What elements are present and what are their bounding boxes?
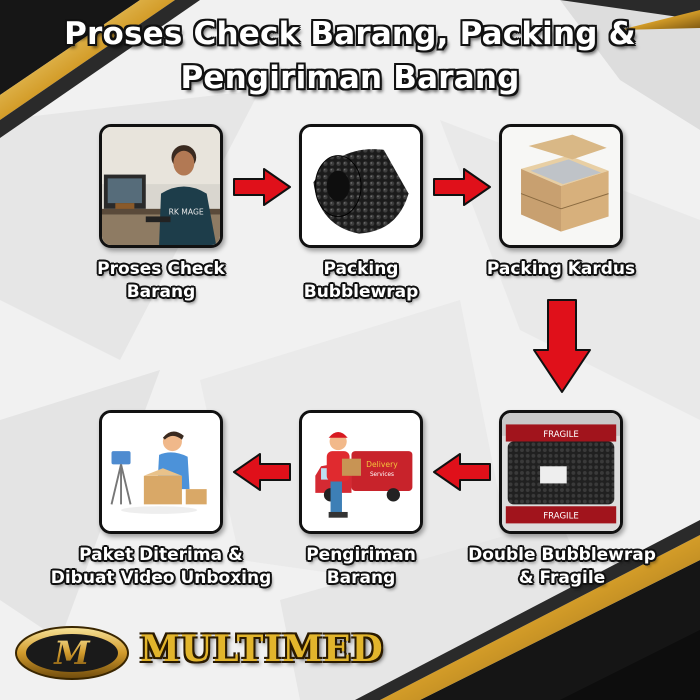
step-image-pengiriman: Delivery Services	[299, 410, 423, 534]
truck-text-1: Delivery	[366, 460, 398, 469]
logo-letter: M	[53, 634, 91, 672]
person-checking-computer-icon: RK MAGE	[102, 127, 220, 245]
arrow-down	[533, 299, 591, 393]
page-title-line2: Pengiriman Barang	[180, 60, 520, 96]
step-label-line1: Pengiriman	[306, 545, 416, 565]
step-label-pengiriman: Pengiriman Barang	[261, 544, 461, 590]
step-label-line2: Barang	[326, 568, 396, 588]
step-label-line1: Proses Check	[97, 259, 225, 279]
shirt-text: RK MAGE	[169, 208, 204, 217]
arrow-right-2	[433, 168, 491, 206]
step-label-line2: & Fragile	[518, 568, 606, 588]
page-title-line1: Proses Check Barang, Packing &	[64, 16, 636, 52]
step-label-paket-diterima: Paket Diterima & Dibuat Video Unboxing	[30, 544, 292, 590]
arrow-left-2	[233, 453, 291, 491]
step-label-line2: Bubblewrap	[303, 282, 419, 302]
wrapped-package-fragile-icon: FRAGILE FRAGILE	[502, 413, 620, 531]
step-label-packing-bubblewrap: Packing Bubblewrap	[261, 258, 461, 304]
step-image-packing-bubblewrap	[299, 124, 423, 248]
step-label-line1: Double Bubblewrap	[468, 545, 656, 565]
step-label-line1: Packing Kardus	[486, 259, 636, 279]
brand-name: MULTIMED	[140, 628, 384, 670]
arrow-right-1	[233, 168, 291, 206]
step-label-check-barang: Proses Check Barang	[61, 258, 261, 304]
multimed-logo-icon: M	[15, 626, 129, 680]
fragile-tape-top: FRAGILE	[543, 430, 579, 440]
step-image-paket-diterima	[99, 410, 223, 534]
step-label-double-bubblewrap: Double Bubblewrap & Fragile	[451, 544, 673, 590]
step-label-line1: Paket Diterima &	[79, 545, 243, 565]
step-image-check-barang: RK MAGE	[99, 124, 223, 248]
step-label-line1: Packing	[323, 259, 399, 279]
step-image-packing-kardus	[499, 124, 623, 248]
delivery-truck-courier-icon: Delivery Services	[302, 413, 420, 531]
cardboard-box-icon	[502, 127, 620, 245]
unboxing-video-icon	[102, 413, 220, 531]
step-image-double-bubblewrap: FRAGILE FRAGILE	[499, 410, 623, 534]
truck-text-2: Services	[370, 472, 394, 478]
arrow-left-1	[433, 453, 491, 491]
fragile-tape-bottom: FRAGILE	[543, 512, 579, 522]
bubblewrap-roll-icon	[302, 127, 420, 245]
step-label-line2: Dibuat Video Unboxing	[50, 568, 272, 588]
step-label-packing-kardus: Packing Kardus	[461, 258, 661, 281]
step-label-line2: Barang	[126, 282, 196, 302]
